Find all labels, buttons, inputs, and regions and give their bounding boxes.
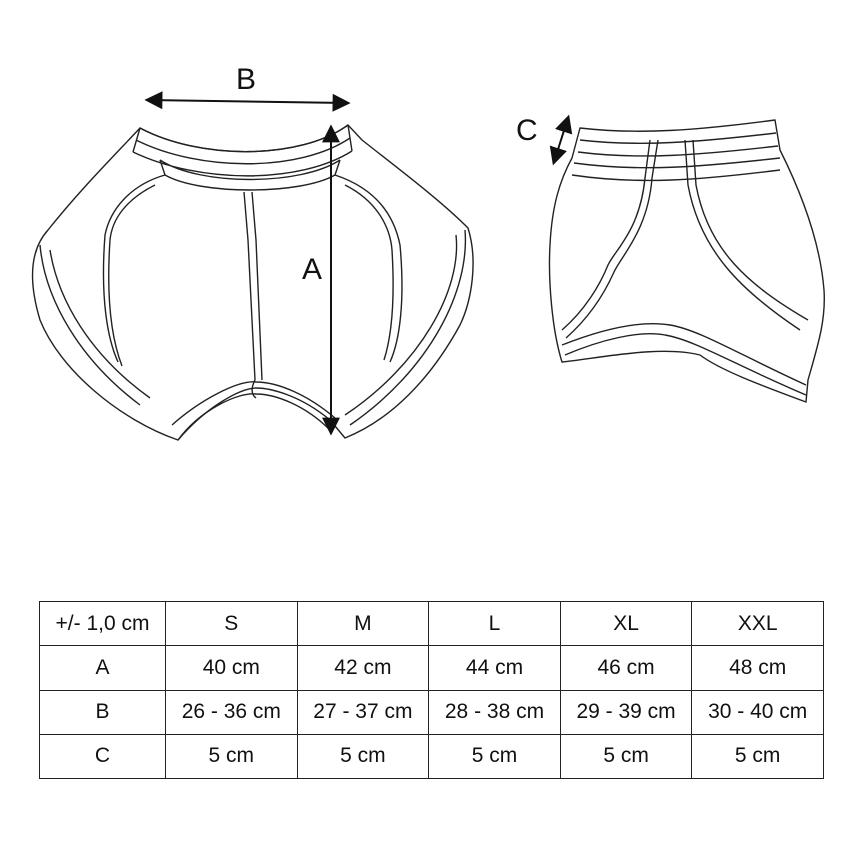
front-hem	[171, 381, 336, 441]
table-cell: 5 cm	[559, 733, 693, 780]
table-row: A 40 cm 42 cm 44 cm 46 cm 48 cm	[39, 645, 824, 691]
front-center-seam	[243, 191, 263, 381]
side-hem	[561, 323, 807, 396]
side-waistband	[571, 132, 781, 182]
measure-b-arrow	[144, 91, 351, 112]
front-right-panel	[334, 174, 403, 363]
table-row: C 5 cm 5 cm 5 cm 5 cm 5 cm	[39, 733, 824, 780]
table-cell: 5 cm	[428, 733, 561, 780]
row-label: C	[39, 733, 166, 780]
side-outline	[548, 119, 826, 403]
header-size-l: L	[428, 600, 561, 647]
table-cell: 40 cm	[165, 645, 298, 691]
size-table: +/- 1,0 cm S M L XL XXL A 40 cm 42 cm 44…	[39, 600, 824, 780]
front-outline	[31, 124, 474, 441]
table-cell: 29 - 39 cm	[559, 689, 693, 735]
table-header-row: +/- 1,0 cm S M L XL XXL	[39, 600, 824, 647]
header-tolerance: +/- 1,0 cm	[39, 600, 166, 647]
table-row: B 26 - 36 cm 27 - 37 cm 28 - 38 cm 29 - …	[39, 689, 824, 735]
table-cell: 46 cm	[559, 645, 693, 691]
table-cell: 44 cm	[428, 645, 561, 691]
side-panel-seam	[561, 139, 659, 339]
label-c: C	[516, 114, 538, 147]
header-size-xl: XL	[559, 600, 693, 647]
header-size-m: M	[296, 600, 430, 647]
label-b: B	[236, 63, 256, 96]
label-a: A	[302, 253, 322, 286]
header-size-s: S	[165, 600, 298, 647]
side-view	[548, 119, 826, 403]
side-back-seam	[684, 139, 809, 331]
table-cell: 5 cm	[296, 733, 430, 780]
table-cell: 5 cm	[691, 733, 824, 780]
row-label: A	[39, 645, 166, 691]
front-view	[31, 124, 474, 441]
table-cell: 26 - 36 cm	[165, 689, 298, 735]
front-waistband	[132, 124, 353, 191]
table-cell: 28 - 38 cm	[428, 689, 561, 735]
front-left-panel	[102, 174, 166, 367]
header-size-xxl: XXL	[691, 600, 824, 647]
shorts-diagram: B A C	[31, 63, 826, 441]
table-cell: 42 cm	[296, 645, 430, 691]
table-cell: 48 cm	[691, 645, 824, 691]
measure-c-arrow	[549, 114, 573, 166]
table-cell: 30 - 40 cm	[691, 689, 824, 735]
table-cell: 5 cm	[165, 733, 298, 780]
row-label: B	[39, 689, 166, 735]
table-cell: 27 - 37 cm	[296, 689, 430, 735]
